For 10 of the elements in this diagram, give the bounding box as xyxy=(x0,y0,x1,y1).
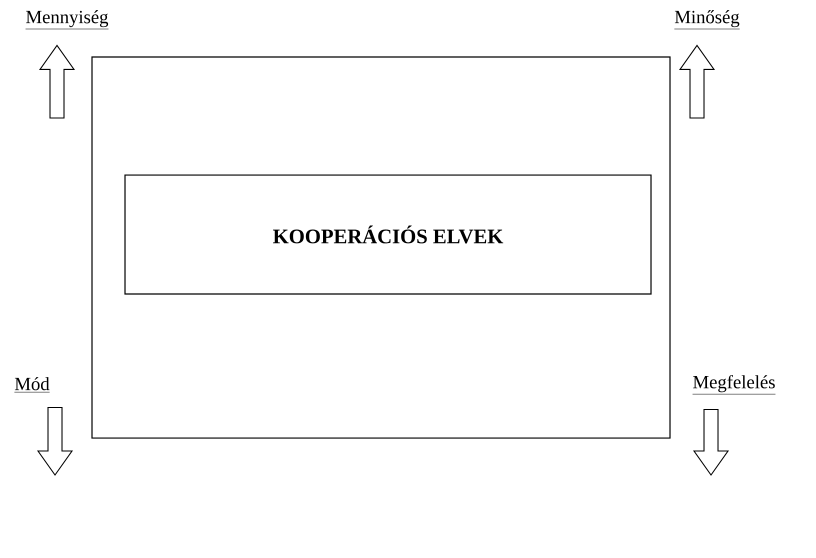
maxim-label: Minőség xyxy=(674,10,740,30)
maxim-label: Mód xyxy=(14,377,50,392)
block-arrow xyxy=(692,409,730,476)
maxim-label: Megfelelés xyxy=(692,375,776,394)
maxim-label: Mennyiség xyxy=(25,10,109,30)
block-arrow xyxy=(678,44,716,119)
principles-box: KOOPERÁCIÓS ELVEK xyxy=(124,174,652,295)
block-arrow xyxy=(36,406,74,476)
block-arrow xyxy=(38,44,76,119)
frame-box xyxy=(91,56,671,439)
